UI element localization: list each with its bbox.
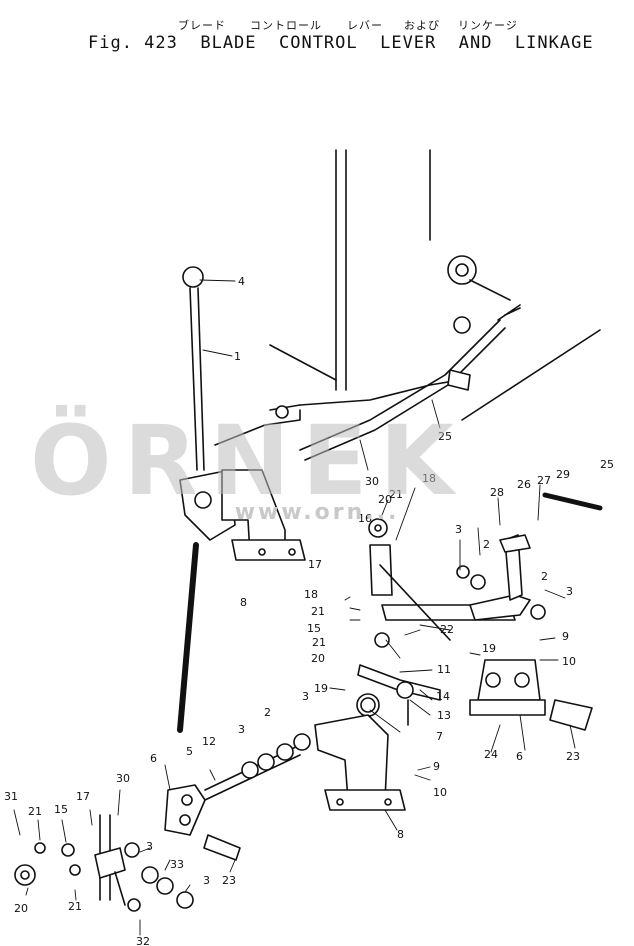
callout-number: 12: [202, 735, 216, 748]
kana-blade: ブレード: [178, 19, 226, 32]
leader-lines: [13, 279, 576, 936]
kana-control: コントロール: [250, 19, 322, 32]
callout-number: 23: [566, 750, 580, 763]
callout-number: 21: [28, 805, 42, 818]
callout-number: 3: [238, 723, 245, 736]
callout-number: 32: [136, 935, 150, 946]
callout-number: 2: [541, 570, 548, 583]
callout-number: 21: [389, 488, 403, 501]
leader-thick: [177, 542, 199, 733]
callout-number: 6: [516, 750, 523, 763]
frame-lines-2: [269, 329, 601, 421]
callout-number: 30: [365, 475, 379, 488]
callout-number: 23: [222, 874, 236, 887]
callout-number: 13: [437, 709, 451, 722]
callout-number: 9: [433, 760, 440, 773]
callout-number: 28: [490, 486, 504, 499]
callout-number: 20: [378, 493, 392, 506]
callout-number: 18: [304, 588, 318, 601]
callout-number: 3: [455, 523, 462, 536]
callout-number: 3: [146, 840, 153, 853]
bracket-24: [469, 659, 593, 731]
frame-lines: [335, 149, 431, 391]
callout-number: 8: [240, 596, 247, 609]
figure-title: Fig. 423 BLADE CONTROL LEVER AND LINKAGE: [88, 33, 594, 53]
callout-number: 21: [312, 636, 326, 649]
callout-number: 22: [440, 623, 454, 636]
callout-number: 26: [517, 478, 531, 491]
callout-number: 29: [556, 468, 570, 481]
callout-number: 31: [4, 790, 18, 803]
callout-number: 15: [307, 622, 321, 635]
callout-number: 14: [436, 690, 450, 703]
callout-number: 15: [54, 803, 68, 816]
callout-number: 10: [433, 786, 447, 799]
callout-number: 8: [397, 828, 404, 841]
callout-number: 24: [484, 748, 498, 761]
callout-number: 2: [264, 706, 271, 719]
callout-number: 6: [150, 752, 157, 765]
callout-number: 33: [170, 858, 184, 871]
lower-shaft-assembly: [14, 733, 311, 912]
lever-bracket: [221, 469, 306, 561]
callout-number: 21: [311, 605, 325, 618]
callout-number: 10: [562, 655, 576, 668]
callout-number: 2: [483, 538, 490, 551]
callout-number: 19: [482, 642, 496, 655]
callout-number: 3: [302, 690, 309, 703]
callout-number: 17: [308, 558, 322, 571]
callout-number: 16: [358, 512, 372, 525]
callout-number: 4: [238, 275, 245, 288]
callout-number: 9: [562, 630, 569, 643]
callout-number: 3: [566, 585, 573, 598]
kana-and: および: [404, 19, 440, 32]
right-bellcrank: [456, 492, 603, 621]
callout-number: 21: [68, 900, 82, 913]
callout-number: 30: [116, 772, 130, 785]
callout-number: 1: [234, 350, 241, 363]
callout-number: 25: [600, 458, 614, 471]
callout-number: 20: [14, 902, 28, 915]
callout-number: 17: [76, 790, 90, 803]
callout-number: 18: [422, 472, 436, 485]
callout-number: 27: [537, 474, 551, 487]
mid-linkage: [356, 518, 516, 726]
bracket-8-lower: [314, 714, 406, 811]
callout-number: 5: [186, 745, 193, 758]
callout-number: 11: [437, 663, 451, 676]
callout-number: 25: [438, 430, 452, 443]
callout-number: 3: [203, 874, 210, 887]
kana-linkage: リンケージ: [458, 19, 518, 32]
upper-linkage: [214, 255, 521, 461]
kana-lever: レバー: [347, 19, 383, 32]
callout-number: 19: [314, 682, 328, 695]
callout-number: 20: [311, 652, 325, 665]
callout-number: 7: [436, 730, 443, 743]
